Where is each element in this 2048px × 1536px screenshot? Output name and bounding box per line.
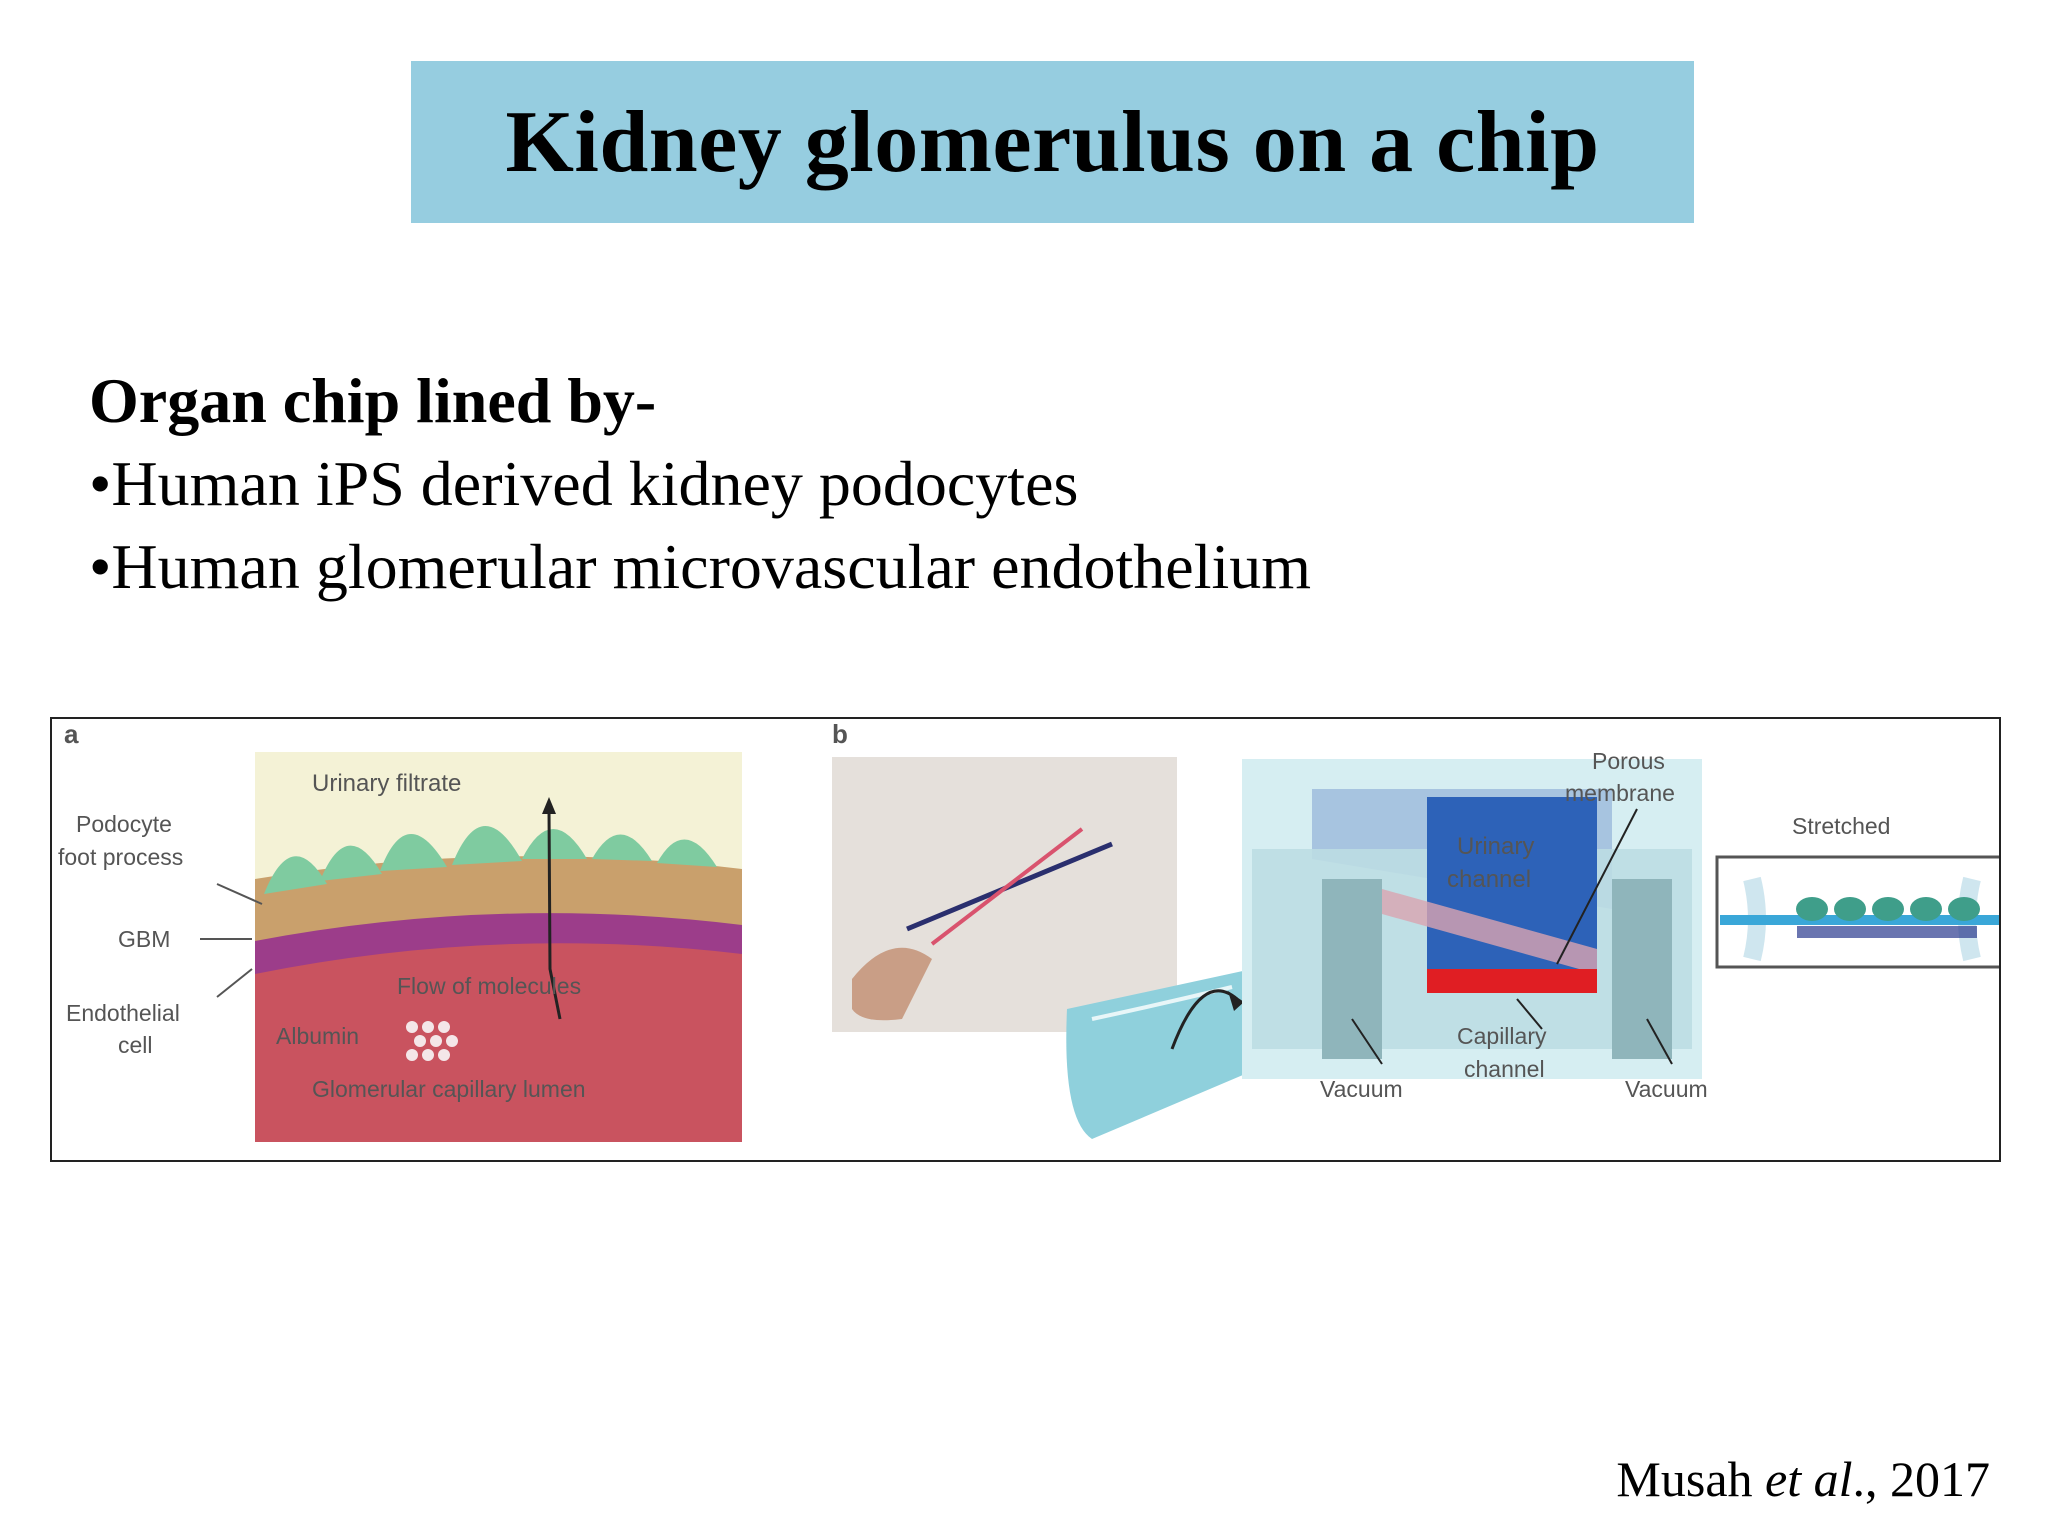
label-stretched: Stretched bbox=[1792, 813, 1890, 839]
flow-arrow bbox=[547, 808, 562, 1020]
panel-a-letter: a bbox=[64, 719, 79, 749]
figure-illustration: a Urinary filtrate P bbox=[58, 719, 1999, 1142]
label-capillary-channel: channel bbox=[1464, 1056, 1545, 1082]
label-urinary-filtrate: Urinary filtrate bbox=[312, 770, 461, 797]
zoom-arrow-head bbox=[1228, 991, 1244, 1011]
label-capillary-lumen: Glomerular capillary lumen bbox=[312, 1076, 586, 1102]
chip-channel-red bbox=[930, 827, 1084, 946]
slide-title-banner: Kidney glomerulus on a chip bbox=[411, 61, 1694, 223]
stretched-membrane bbox=[1720, 915, 1999, 925]
membrane-leader bbox=[1556, 808, 1638, 965]
capillary-channel bbox=[1427, 969, 1597, 993]
label-porous: Porous bbox=[1592, 748, 1665, 774]
label-urinary-channel: channel bbox=[1447, 866, 1531, 893]
label-podocyte: Podocyte bbox=[76, 811, 172, 837]
endothelial-layer bbox=[255, 913, 742, 974]
label-vacuum-right: Vacuum bbox=[1625, 1076, 1708, 1102]
chip-render bbox=[1066, 969, 1257, 1139]
vacuum-right-leader bbox=[1646, 1018, 1673, 1065]
stretched-cells bbox=[1796, 897, 1980, 921]
figure-panel: a Urinary filtrate P bbox=[50, 717, 2001, 1162]
label-capillary: Capillary bbox=[1457, 1023, 1547, 1049]
podocyte-leader bbox=[216, 883, 263, 905]
citation-author: Musah bbox=[1616, 1451, 1766, 1507]
label-urinary: Urinary bbox=[1457, 833, 1534, 860]
label-flow-of-molecules: Flow of molecules bbox=[397, 973, 581, 999]
vacuum-chamber-left bbox=[1322, 879, 1382, 1059]
podocyte-processes bbox=[264, 825, 717, 894]
porous-membrane bbox=[1382, 889, 1597, 974]
slide-title: Kidney glomerulus on a chip bbox=[505, 93, 1600, 191]
slide-content: Organ chip lined by- •Human iPS derived … bbox=[89, 360, 1311, 608]
gbm-layer bbox=[255, 856, 742, 944]
citation-year: ., 2017 bbox=[1852, 1451, 1991, 1507]
label-albumin: Albumin bbox=[276, 1023, 359, 1049]
label-cell: cell bbox=[118, 1032, 153, 1058]
citation: Musah et al., 2017 bbox=[1616, 1450, 1990, 1508]
flow-arrow-head bbox=[542, 797, 556, 814]
capillary-leader bbox=[1516, 998, 1543, 1030]
label-gbm: GBM bbox=[118, 926, 170, 952]
vacuum-chamber-right bbox=[1612, 879, 1672, 1059]
label-vacuum-left: Vacuum bbox=[1320, 1076, 1403, 1102]
bullet-podocytes: •Human iPS derived kidney podocytes bbox=[89, 448, 1079, 519]
bullet-endothelium: •Human glomerular microvascular endothel… bbox=[89, 531, 1312, 602]
albumin-molecules bbox=[406, 1021, 458, 1061]
label-membrane: membrane bbox=[1565, 780, 1675, 806]
label-endothelial: Endothelial bbox=[66, 1000, 180, 1026]
content-heading: Organ chip lined by- bbox=[89, 365, 657, 436]
panel-b-letter: b bbox=[832, 719, 848, 749]
endothelial-leader bbox=[216, 968, 253, 998]
vacuum-left-leader bbox=[1351, 1018, 1383, 1065]
finger-shape bbox=[852, 947, 932, 1021]
citation-et-al: et al bbox=[1765, 1451, 1853, 1507]
label-foot-process: foot process bbox=[58, 844, 183, 870]
